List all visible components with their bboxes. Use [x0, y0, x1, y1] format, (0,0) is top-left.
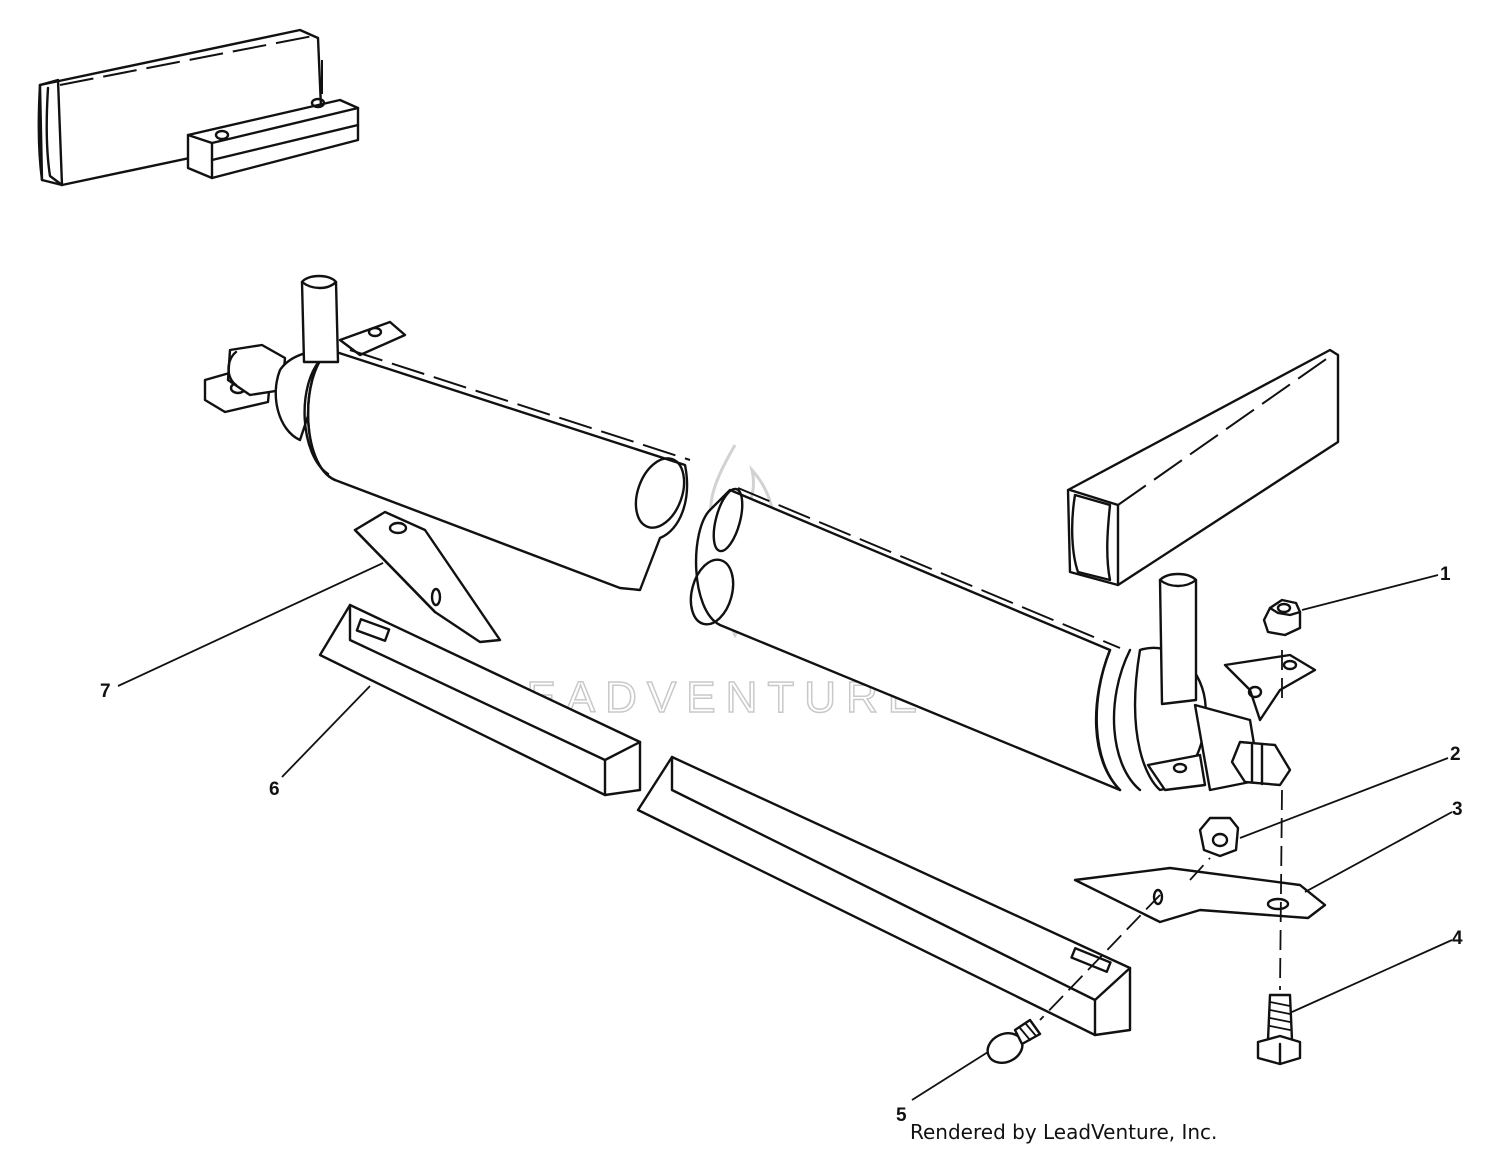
part-2-nut — [1198, 816, 1240, 858]
callout-7: 7 — [100, 681, 111, 702]
frame-detail-inset — [37, 28, 360, 187]
part-1-flange-nut — [1262, 598, 1302, 637]
callout-6: 6 — [269, 779, 280, 800]
muffler-assembly — [203, 274, 1317, 792]
callout-4: 4 — [1452, 928, 1463, 949]
leader-lines — [117, 562, 1453, 1101]
callout-2: 2 — [1450, 744, 1461, 765]
render-credit: Rendered by LeadVenture, Inc. — [910, 1120, 1218, 1144]
callout-3: 3 — [1452, 799, 1463, 820]
assembly-lines — [1039, 650, 1283, 1021]
part-3-strap — [1073, 866, 1327, 924]
part-5-carriage-bolt — [986, 1018, 1042, 1064]
callout-5: 5 — [896, 1105, 907, 1126]
callout-1: 1 — [1440, 564, 1451, 585]
frame-tube-right — [1066, 348, 1340, 587]
part-6-angle-bracket — [318, 603, 642, 797]
part-7-bracket — [353, 510, 502, 644]
callout-labels: 1 2 3 4 5 6 7 — [100, 564, 1463, 1126]
angle-bracket-right — [636, 755, 1132, 1037]
part-4-bolt — [1256, 993, 1302, 1066]
